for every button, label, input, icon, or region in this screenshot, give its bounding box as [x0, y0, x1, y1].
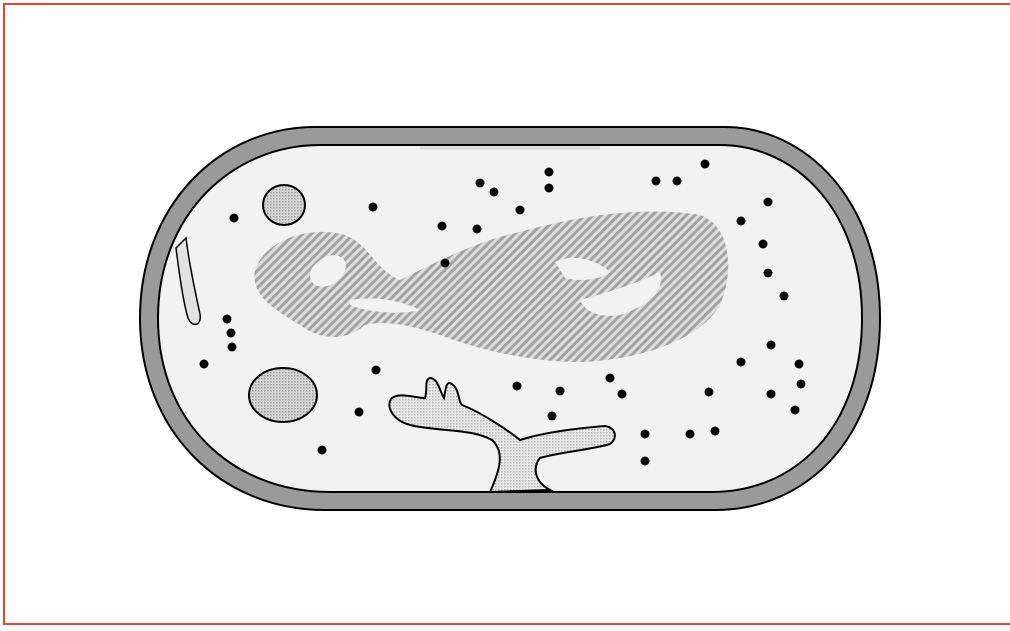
- ribosome: [230, 214, 239, 223]
- ribosome: [441, 259, 450, 268]
- ribosome: [355, 408, 364, 417]
- ribosome: [759, 240, 768, 249]
- ribosome: [473, 225, 482, 234]
- ribosome: [438, 222, 447, 231]
- ribosome: [797, 380, 806, 389]
- ribosome: [673, 177, 682, 186]
- ribosome: [227, 329, 236, 338]
- ribosome: [513, 382, 522, 391]
- ribosome: [686, 430, 695, 439]
- ribosome: [767, 390, 776, 399]
- ribosome: [780, 292, 789, 301]
- ribosome: [618, 390, 627, 399]
- ribosome: [545, 168, 554, 177]
- ribosome: [228, 343, 237, 352]
- ribosome: [791, 406, 800, 415]
- ribosome: [556, 387, 565, 396]
- ribosome: [737, 217, 746, 226]
- ribosome: [764, 198, 773, 207]
- ribosome: [372, 366, 381, 375]
- ribosome: [369, 203, 378, 212]
- ribosome: [223, 315, 232, 324]
- storage-granule: [263, 185, 305, 225]
- ribosome: [767, 341, 776, 350]
- ribosome: [516, 206, 525, 215]
- ribosome: [490, 188, 499, 197]
- ribosome: [701, 160, 710, 169]
- ribosome: [548, 412, 557, 421]
- ribosome: [318, 446, 327, 455]
- ribosome: [606, 374, 615, 383]
- ribosome: [200, 360, 209, 369]
- ribosome: [795, 360, 804, 369]
- storage-granule: [249, 368, 317, 422]
- ribosome: [737, 358, 746, 367]
- ribosome: [764, 269, 773, 278]
- ribosome: [652, 177, 661, 186]
- ribosome: [476, 179, 485, 188]
- ribosome: [711, 427, 720, 436]
- ribosome: [705, 388, 714, 397]
- ribosome: [641, 457, 650, 466]
- ribosome: [545, 184, 554, 193]
- ribosome: [641, 430, 650, 439]
